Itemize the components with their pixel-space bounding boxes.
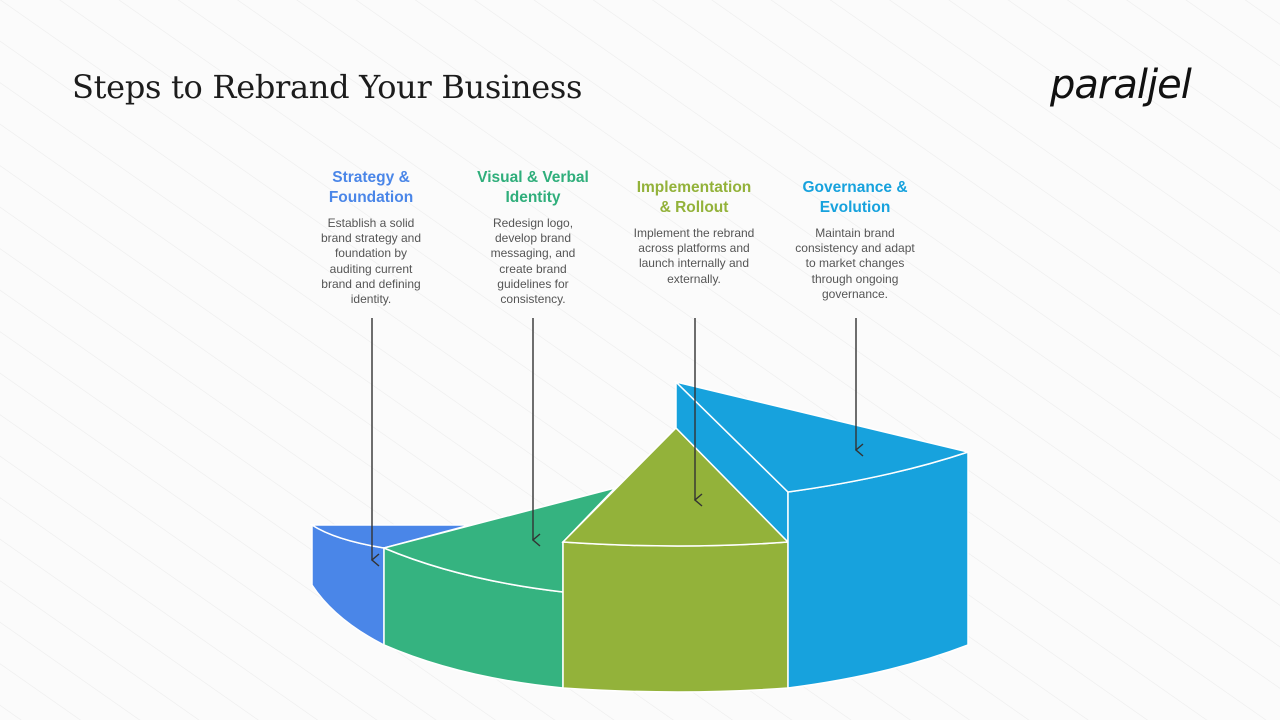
step-title-implementation: Implementation & Rollout: [636, 179, 752, 216]
segment-implementation-top: [561, 426, 790, 547]
step-description-strategy: Establish a solid brand strategy and fou…: [320, 216, 422, 307]
step-label-implementation: Implementation & Rollout Implement the r…: [614, 178, 774, 287]
step-title-identity: Visual & Verbal Identity: [477, 169, 589, 206]
step-description-implementation: Implement the rebrand across platforms a…: [633, 226, 755, 286]
step-label-governance: Governance & Evolution Maintain brand co…: [775, 178, 935, 302]
brand-logo: paraljel: [1050, 62, 1192, 108]
segment-identity: [381, 486, 618, 689]
segment-implementation-side: [562, 541, 789, 693]
step-title-strategy: Strategy & Foundation: [328, 169, 414, 206]
step-description-governance: Maintain brand consistency and adapt to …: [795, 226, 915, 301]
segment-governance: [673, 380, 971, 689]
slide-title: Steps to Rebrand Your Business: [72, 68, 583, 106]
step-title-governance: Governance & Evolution: [802, 179, 908, 216]
segment-governance-top: [673, 380, 971, 493]
segment-implementation: [561, 426, 790, 693]
step-label-strategy: Strategy & Foundation Establish a solid …: [291, 168, 451, 307]
step-label-identity: Visual & Verbal Identity Redesign logo, …: [453, 168, 613, 307]
segment-strategy: [309, 523, 471, 647]
step-description-identity: Redesign logo, develop brand messaging, …: [490, 216, 576, 307]
